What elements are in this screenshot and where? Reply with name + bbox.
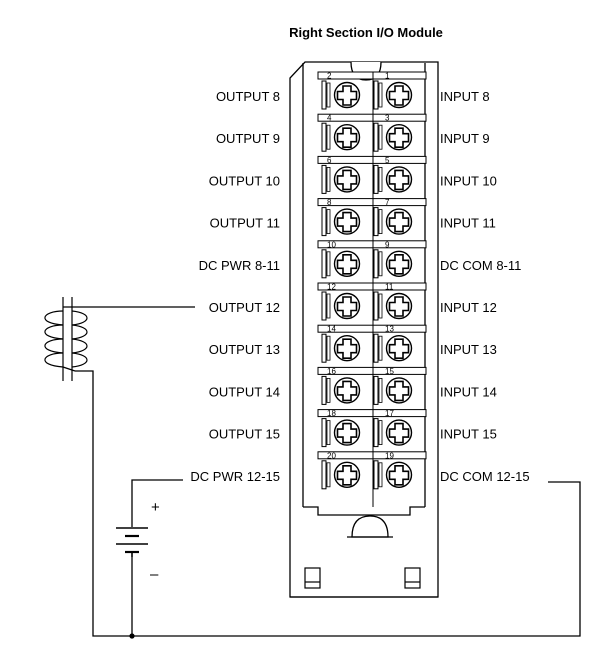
terminal-number: 13 — [385, 325, 394, 334]
screw-terminal-icon[interactable] — [385, 461, 413, 488]
mounting-slot-left — [304, 567, 321, 589]
screw-terminal-icon[interactable] — [385, 292, 413, 320]
terminal-label-right: INPUT 14 — [440, 384, 497, 399]
terminal-number: 2 — [327, 72, 332, 81]
screw-terminal-icon[interactable] — [333, 461, 361, 488]
terminal-row: 14 13 — [317, 324, 427, 363]
terminal-label-right: INPUT 10 — [440, 173, 497, 188]
terminal-number: 14 — [327, 325, 336, 334]
terminal-row: 10 9 — [317, 240, 427, 279]
terminal-label-left: OUTPUT 12 — [209, 300, 280, 315]
screw-terminal-icon[interactable] — [333, 208, 361, 235]
wire-junction-dot — [129, 633, 135, 639]
terminal-labels: OUTPUT 8 INPUT 8 OUTPUT 9 INPUT 9 OUTPUT 10 I… — [190, 89, 529, 484]
terminal-number: 7 — [385, 198, 390, 207]
screw-terminal-icon[interactable] — [333, 123, 361, 151]
terminal-number: 18 — [327, 409, 336, 418]
battery-icon — [116, 527, 148, 557]
terminal-number: 15 — [385, 367, 394, 376]
terminal-label-right: INPUT 9 — [440, 131, 490, 146]
screw-terminal-icon[interactable] — [333, 377, 361, 404]
external-wiring — [63, 306, 581, 637]
terminal-number: 8 — [327, 198, 332, 207]
battery-plus-sign: + — [151, 499, 160, 516]
terminal-row: 12 11 — [317, 282, 427, 321]
terminal-label-right: DC COM 12-15 — [440, 469, 530, 484]
terminal-number: 4 — [327, 114, 332, 123]
terminal-label-right: INPUT 8 — [440, 89, 490, 104]
terminal-label-right: INPUT 11 — [440, 216, 496, 231]
diagram-title: Right Section I/O Module — [289, 25, 443, 40]
terminal-number: 11 — [385, 283, 394, 292]
module-bottom-latch — [351, 515, 389, 538]
terminal-number: 12 — [327, 283, 336, 292]
terminal-number: 19 — [385, 451, 394, 460]
mounting-slot-right — [404, 567, 421, 589]
terminal-label-left: DC PWR 8-11 — [199, 258, 280, 273]
screw-terminal-icon[interactable] — [385, 419, 413, 446]
terminal-number: 1 — [385, 72, 390, 81]
terminal-label-left: OUTPUT 11 — [210, 216, 280, 231]
terminal-number: 17 — [385, 409, 394, 418]
screw-terminal-icon[interactable] — [385, 208, 413, 235]
screw-terminal-icon[interactable] — [333, 166, 361, 193]
terminal-label-left: OUTPUT 15 — [209, 427, 280, 442]
terminal-label-right: DC COM 8-11 — [440, 258, 521, 273]
terminal-number: 10 — [327, 240, 336, 249]
screw-terminal-icon[interactable] — [385, 250, 413, 277]
terminal-label-left: OUTPUT 9 — [216, 131, 280, 146]
screw-terminal-icon[interactable] — [333, 292, 361, 320]
screw-terminal-icon[interactable] — [333, 81, 361, 109]
screw-terminal-icon[interactable] — [385, 81, 413, 109]
terminal-number: 3 — [385, 114, 390, 123]
terminal-label-left: OUTPUT 10 — [209, 173, 280, 188]
terminal-label-left: OUTPUT 14 — [209, 384, 280, 399]
terminal-label-left: DC PWR 12-15 — [190, 469, 280, 484]
terminal-label-left: OUTPUT 8 — [216, 89, 280, 104]
screw-terminal-icon[interactable] — [385, 377, 413, 404]
screw-terminal-icon[interactable] — [333, 335, 361, 362]
screw-terminal-icon[interactable] — [385, 166, 413, 193]
terminal-number: 9 — [385, 240, 390, 249]
battery-minus-sign: – — [150, 566, 159, 583]
inductive-load-coil-icon — [44, 297, 88, 381]
screw-terminal-icon[interactable] — [385, 123, 413, 151]
screw-terminal-icon[interactable] — [333, 250, 361, 277]
terminal-label-right: INPUT 15 — [440, 427, 497, 442]
terminal-number: 16 — [327, 367, 336, 376]
terminal-number: 20 — [327, 451, 336, 460]
screw-terminal-icon[interactable] — [385, 335, 413, 362]
terminal-number: 6 — [327, 156, 332, 165]
terminal-label-right: INPUT 13 — [440, 342, 497, 357]
terminal-label-left: OUTPUT 13 — [209, 342, 280, 357]
terminal-label-right: INPUT 12 — [440, 300, 497, 315]
terminal-number: 5 — [385, 156, 390, 165]
screw-terminal-icon[interactable] — [333, 419, 361, 446]
